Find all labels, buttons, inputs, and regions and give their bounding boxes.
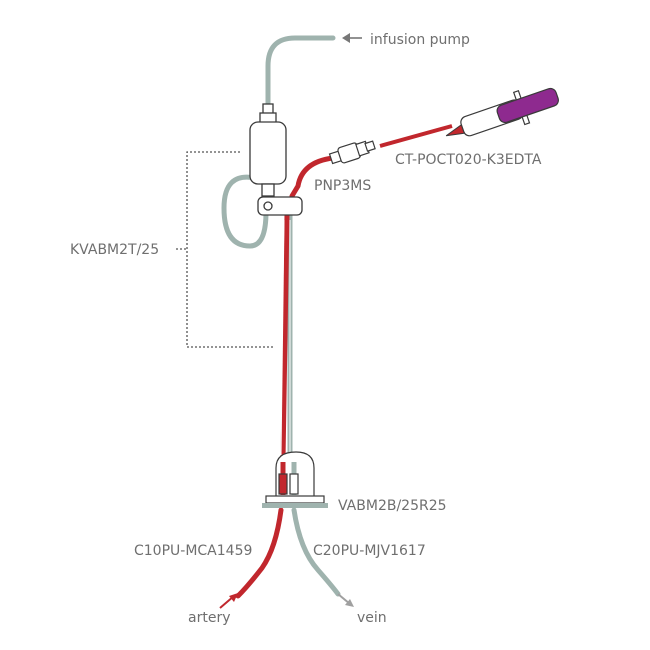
syringe-label: CT-POCT020-K3EDTA [395, 152, 542, 168]
kit-bracket [176, 151, 275, 348]
connector-label: PNP3MS [314, 178, 371, 194]
valve [262, 451, 328, 508]
saline-loop [221, 174, 269, 249]
pnp3ms-connector [328, 140, 376, 165]
valve-label: VABM2B/25R25 [338, 498, 447, 514]
infusion-pump-arrow [342, 33, 362, 43]
artery-arrow [219, 593, 238, 609]
syringe-blood-line [379, 124, 453, 148]
infusion-pump-label: infusion pump [370, 32, 470, 48]
arterial-catheter-label: C10PU-MCA1459 [134, 543, 252, 559]
blood-tubing [235, 155, 336, 599]
venous-catheter-label: C20PU-MJV1617 [313, 543, 426, 559]
artery-line [235, 507, 284, 599]
artery-label: artery [188, 610, 230, 626]
infusion-pump-line [265, 35, 336, 109]
vein-line [291, 507, 341, 597]
vein-label: vein [357, 610, 387, 626]
transducer-body [249, 121, 287, 185]
vein-arrow [337, 593, 354, 607]
valve-base [265, 495, 325, 504]
blood-line-from-connector [289, 155, 336, 199]
transducer-kit [249, 103, 303, 216]
syringe-plunger [496, 87, 559, 124]
kit-label: KVABM2T/25 [70, 242, 159, 258]
syringe [445, 87, 559, 137]
tube-highlights [280, 219, 291, 460]
